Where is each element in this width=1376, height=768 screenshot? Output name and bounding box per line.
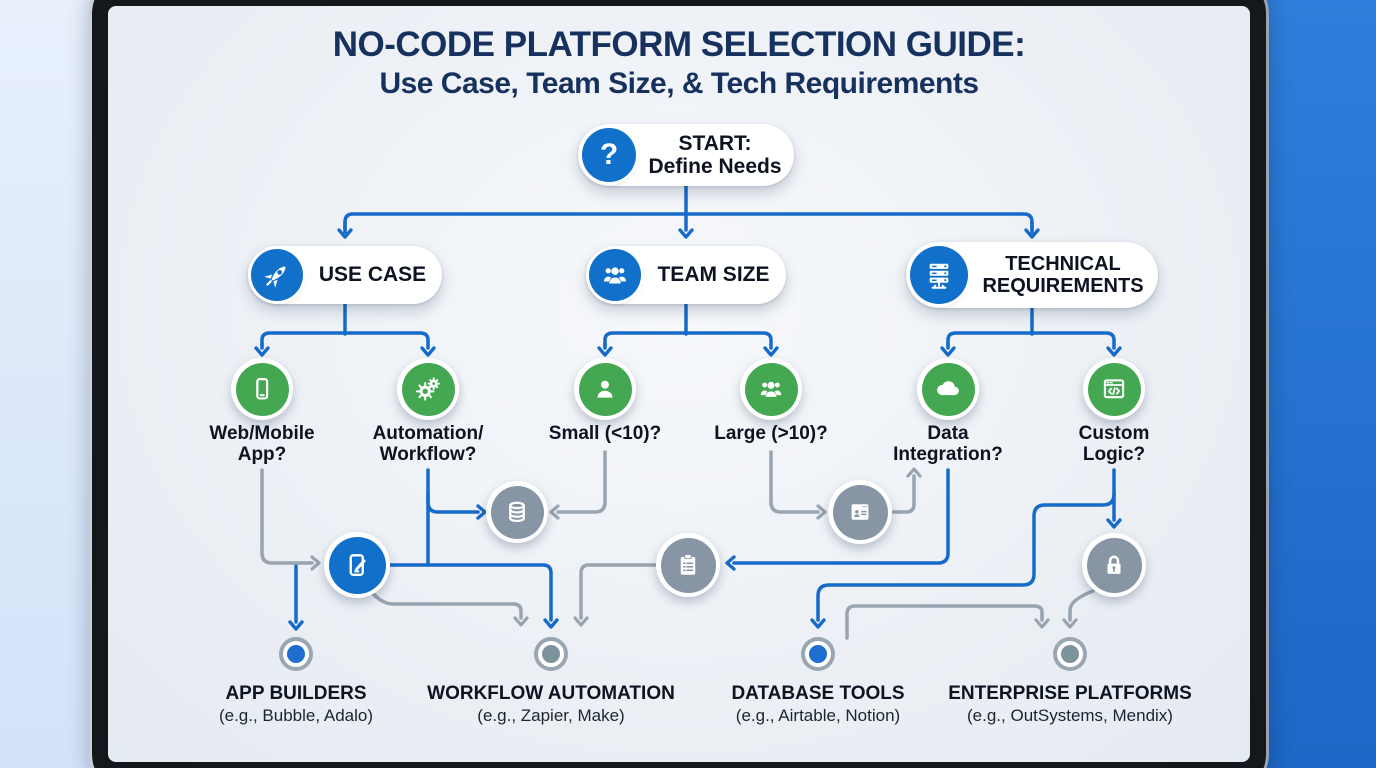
result-workflow-automation: WORKFLOW AUTOMATION (e.g., Zapier, Make) (427, 683, 675, 725)
mobile-icon (235, 362, 289, 416)
server-icon (910, 246, 968, 304)
result-dot-database-tools (801, 637, 835, 671)
id-card-icon (832, 484, 888, 540)
question-small-team-label: Small (<10)? (548, 423, 662, 444)
result-dot-app-builders (279, 637, 313, 671)
group-icon (744, 362, 798, 416)
node-custom-logic (1083, 358, 1145, 420)
node-profile-card (828, 480, 892, 544)
branch-tech-requirements: TECHNICAL REQUIREMENTS (906, 242, 1158, 308)
team-icon (589, 249, 641, 301)
node-data-integration (917, 358, 979, 420)
branch-tech-label-1: TECHNICAL (1005, 253, 1121, 275)
branch-team-size: TEAM SIZE (586, 246, 786, 304)
branch-tech-label-2: REQUIREMENTS (982, 275, 1144, 297)
code-window-icon (1087, 362, 1141, 416)
question-large-team-label: Large (>10)? (714, 423, 828, 444)
start-label-1: START: (678, 131, 752, 155)
app-edit-icon (328, 536, 386, 594)
question-web-mobile-label: Web/Mobile App? (209, 423, 315, 465)
node-small-team (574, 358, 636, 420)
cloud-icon (921, 362, 975, 416)
node-checklist (656, 533, 720, 597)
page-title: NO-CODE PLATFORM SELECTION GUIDE: Use Ca… (108, 24, 1250, 102)
gears-icon (401, 362, 455, 416)
node-security (1082, 533, 1146, 597)
person-icon (578, 362, 632, 416)
node-large-team (740, 358, 802, 420)
title-line-1: NO-CODE PLATFORM SELECTION GUIDE: (332, 25, 1026, 64)
result-enterprise-platforms: ENTERPRISE PLATFORMS (e.g., OutSystems, … (948, 683, 1192, 725)
title-line-2: Use Case, Team Size, & Tech Requirements (379, 67, 979, 100)
result-app-builders: APP BUILDERS (e.g., Bubble, Adalo) (218, 683, 374, 725)
node-automation-workflow (397, 358, 459, 420)
database-icon (490, 485, 544, 539)
question-custom-logic-label: Custom Logic? (1078, 423, 1150, 465)
desk-background-right (1260, 0, 1376, 768)
node-app-edit (324, 532, 390, 598)
question-icon: ? (582, 128, 636, 182)
clipboard-icon (660, 537, 716, 593)
node-database (486, 481, 548, 543)
branch-use-case-label: USE CASE (318, 263, 427, 287)
result-dot-enterprise-platforms (1053, 637, 1087, 671)
result-database-tools: DATABASE TOOLS (e.g., Airtable, Notion) (731, 683, 905, 725)
rocket-icon (251, 249, 303, 301)
branch-team-size-label: TEAM SIZE (657, 263, 770, 287)
question-automation-label: Automation/ Workflow? (372, 423, 484, 465)
node-web-mobile-app (231, 358, 293, 420)
lock-icon (1086, 537, 1142, 593)
branch-use-case: USE CASE (248, 246, 442, 304)
start-node: ? START: Define Needs (578, 124, 794, 186)
start-label-2: Define Needs (648, 155, 782, 178)
desk-background-left (0, 0, 104, 768)
question-data-integration-label: Data Integration? (893, 423, 1003, 465)
result-dot-workflow-automation (534, 637, 568, 671)
